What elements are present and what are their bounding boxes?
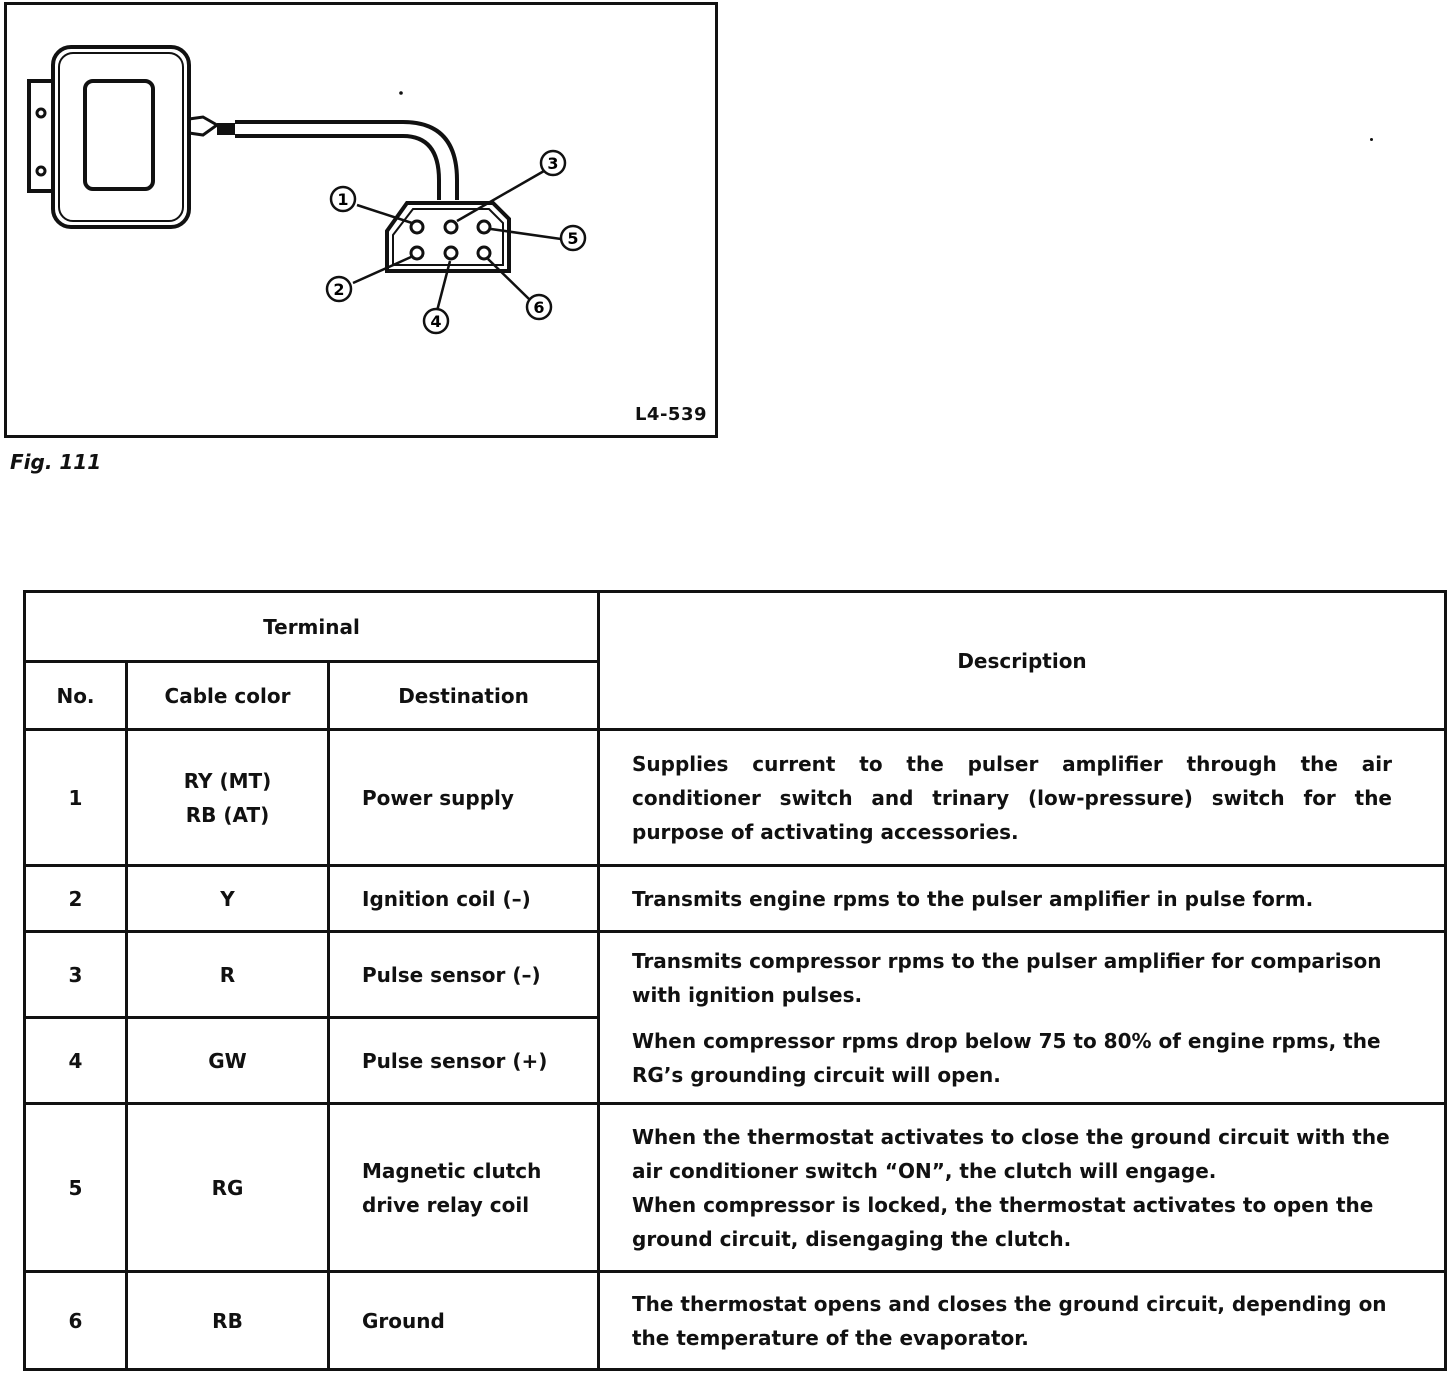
destination: Power supply [327, 728, 600, 867]
terminal-no: 2 [23, 864, 128, 933]
terminal-table: Terminal Description No. Cable color Des… [23, 590, 1447, 1371]
description: Supplies current to the pulser amplifier… [597, 728, 1447, 867]
destination: Pulse sensor (–) [327, 930, 600, 1019]
table-row: 4 GW Pulse sensor (+) [23, 1016, 1446, 1105]
callout-3 [539, 149, 567, 177]
callout-4 [422, 307, 450, 335]
cable-color: RG [125, 1102, 330, 1273]
callout-1 [329, 185, 357, 213]
destination: Ignition coil (–) [327, 864, 600, 933]
print-speck [1370, 138, 1373, 141]
callout-6-label: 6 [533, 298, 544, 317]
table-row: 6 RB Ground The thermostat opens and clo… [23, 1270, 1447, 1371]
cable-color: GW [125, 1016, 330, 1105]
pin-4 [443, 245, 459, 261]
cable-color: RY (MT) RB (AT) [125, 728, 330, 867]
pin-1 [409, 219, 425, 235]
terminal-no: 3 [23, 930, 128, 1019]
figure-code: L4-539 [634, 404, 707, 425]
pin-5 [476, 219, 492, 235]
description: The thermostat opens and closes the grou… [597, 1270, 1447, 1371]
cable-color: RB [125, 1270, 330, 1371]
terminal-no: 5 [23, 1102, 128, 1273]
header-cable-color: Cable color [125, 660, 330, 731]
header-description: Description [597, 590, 1447, 731]
terminal-no: 6 [23, 1270, 128, 1371]
callout-4-label: 4 [430, 312, 441, 331]
connector-figure: 1 2 3 4 5 6 L4-539 [4, 2, 718, 438]
table-row: 2 Y Ignition coil (–) Transmits engine r… [23, 864, 1447, 933]
amplifier-label-plate [83, 79, 155, 191]
callout-3-label: 3 [547, 154, 558, 173]
connector-housing [385, 201, 511, 273]
destination: Magnetic clutch drive relay coil [327, 1102, 600, 1273]
amplifier-body [51, 45, 191, 229]
pin-3 [443, 219, 459, 235]
destination: Pulse sensor (+) [327, 1016, 600, 1105]
connector-diagram: 1 2 3 4 5 6 [27, 45, 587, 335]
callout-6 [525, 293, 553, 321]
callout-1-label: 1 [337, 190, 348, 209]
cable [235, 120, 459, 200]
description: Transmits engine rpms to the pulser ampl… [597, 864, 1447, 933]
table-row: 5 RG Magnetic clutch drive relay coil Wh… [23, 1102, 1447, 1273]
table-row: 1 RY (MT) RB (AT) Power supply Supplies … [23, 728, 1447, 867]
cable-sleeve [217, 123, 235, 135]
callout-2-label: 2 [333, 280, 344, 299]
cable-color: Y [125, 864, 330, 933]
description: When the thermostat activates to close t… [597, 1102, 1447, 1273]
pin-6 [476, 245, 492, 261]
callout-5 [559, 224, 587, 252]
cable-color: R [125, 930, 330, 1019]
mounting-hole [35, 165, 47, 177]
callout-2 [325, 275, 353, 303]
header-no: No. [23, 660, 128, 731]
header-destination: Destination [327, 660, 600, 731]
terminal-no: 1 [23, 728, 128, 867]
mounting-hole [35, 107, 47, 119]
destination: Ground [327, 1270, 600, 1371]
pin-2 [409, 245, 425, 261]
mounting-flange [27, 79, 53, 193]
header-terminal: Terminal [23, 590, 600, 663]
callout-5-label: 5 [567, 229, 578, 248]
terminal-no: 4 [23, 1016, 128, 1105]
table-row: 3 R Pulse sensor (–) Transmits compresso… [23, 930, 1447, 1105]
description: Transmits compressor rpms to the pulser … [597, 930, 1447, 1105]
figure-caption: Fig. 111 [10, 450, 102, 474]
